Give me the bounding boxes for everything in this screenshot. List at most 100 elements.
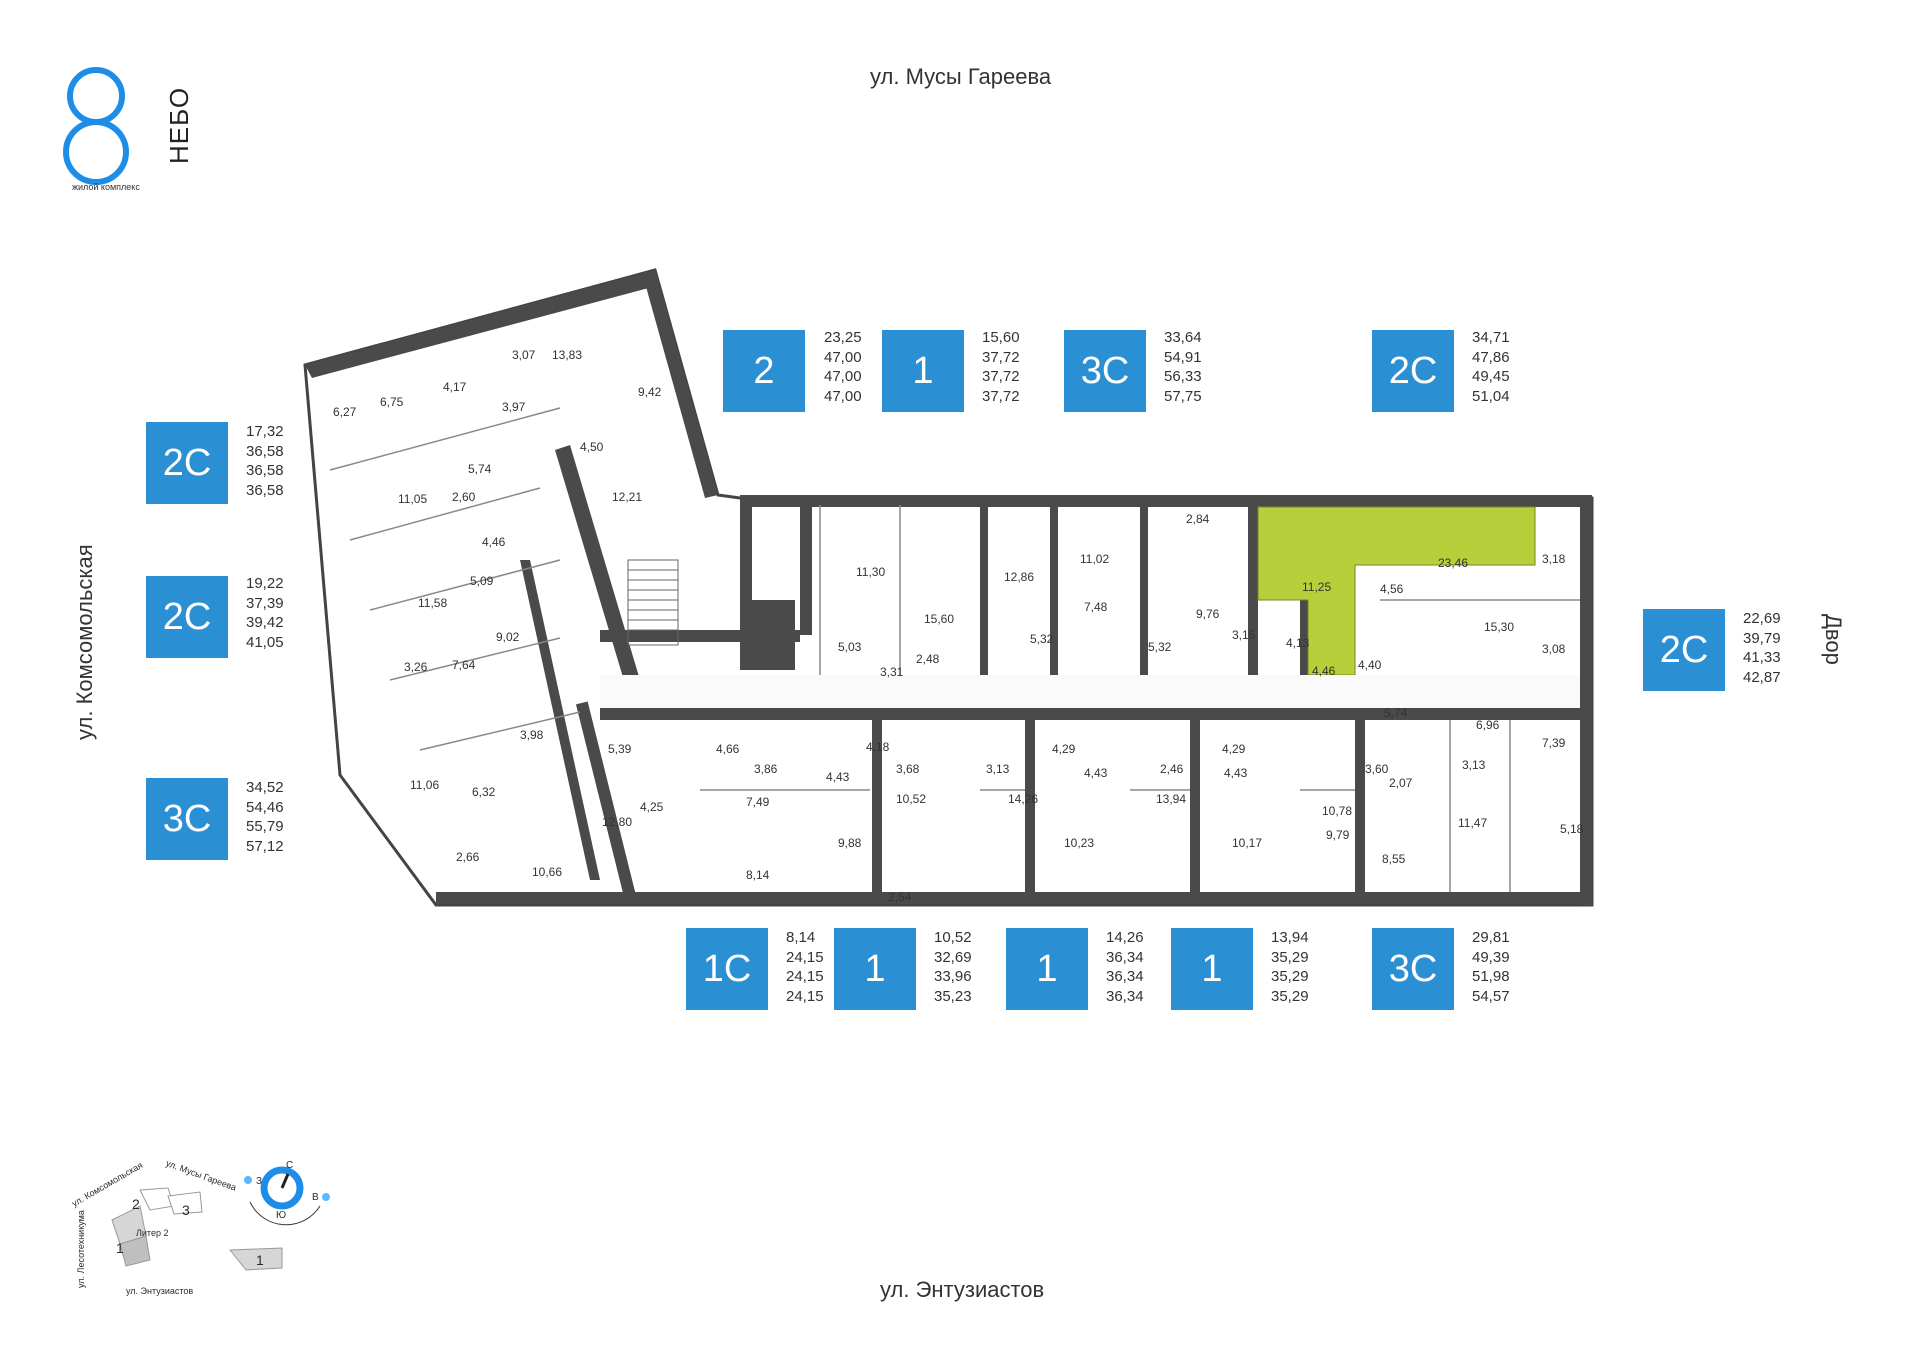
apartment-areas: 13,94 35,29 35,29 35,29 bbox=[1271, 928, 1309, 1006]
room-area-label: 5,74 bbox=[1384, 706, 1408, 720]
room-area-label: 4,43 bbox=[826, 770, 850, 784]
apartment-badge-bottom-5[interactable]: 3С bbox=[1372, 928, 1454, 1010]
room-area-label: 2,54 bbox=[888, 890, 912, 904]
room-area-label: 3,08 bbox=[1542, 642, 1566, 656]
room-area-label: 5,09 bbox=[470, 574, 494, 588]
corridor bbox=[600, 675, 1580, 708]
logo-eight-icon bbox=[63, 67, 129, 185]
room-area-label: 5,32 bbox=[1030, 632, 1054, 646]
apartment-areas: 23,25 47,00 47,00 47,00 bbox=[824, 328, 862, 406]
room-area-label: 3,60 bbox=[1365, 762, 1389, 776]
apartment-badge-top-1[interactable]: 2 bbox=[723, 330, 805, 412]
apartment-areas: 34,52 54,46 55,79 57,12 bbox=[246, 778, 284, 856]
area-value: 47,00 bbox=[824, 368, 862, 385]
room-partitions bbox=[329, 407, 1580, 892]
room-area-label: 6,32 bbox=[472, 785, 496, 799]
room-area-label: 8,14 bbox=[746, 868, 770, 882]
room-area-label: 10,66 bbox=[532, 865, 563, 879]
room-area-label: 3,26 bbox=[404, 660, 428, 674]
compass-east: В bbox=[312, 1192, 319, 1203]
area-value: 14,26 bbox=[1106, 929, 1144, 946]
room-area-label: 3,13 bbox=[1462, 758, 1486, 772]
apartment-badge-right-1[interactable]: 2С bbox=[1643, 609, 1725, 691]
room-area-label: 11,47 bbox=[1458, 816, 1488, 830]
walls bbox=[305, 270, 1592, 905]
minimap: ул. Комсомольская ул. Мусы Гареева ул. Л… bbox=[50, 1140, 350, 1300]
apartment-badge-left-2[interactable]: 2С bbox=[146, 576, 228, 658]
room-area-label: 4,29 bbox=[1222, 742, 1246, 756]
room-area-label: 5,74 bbox=[468, 462, 492, 476]
apartment-areas: 29,81 49,39 51,98 54,57 bbox=[1472, 928, 1510, 1006]
room-area-label: 7,39 bbox=[1542, 736, 1566, 750]
room-area-label: 15,60 bbox=[924, 612, 955, 626]
apartment-badge-top-4[interactable]: 2С bbox=[1372, 330, 1454, 412]
room-area-label: 13,94 bbox=[1156, 792, 1187, 806]
compass-north: С bbox=[286, 1160, 294, 1171]
area-value: 49,45 bbox=[1472, 368, 1510, 385]
area-value: 23,25 bbox=[824, 329, 862, 346]
room-area-label: 11,58 bbox=[418, 596, 448, 610]
apartment-badge-left-3[interactable]: 3С bbox=[146, 778, 228, 860]
area-value: 57,75 bbox=[1164, 387, 1202, 405]
area-value: 37,39 bbox=[246, 594, 284, 612]
area-value: 56,33 bbox=[1164, 368, 1202, 385]
room-area-label: 11,25 bbox=[1302, 580, 1332, 594]
room-area-label: 7,64 bbox=[452, 658, 476, 672]
apartment-type: 1 bbox=[864, 947, 886, 990]
room-area-label: 4,46 bbox=[482, 535, 506, 549]
room-area-label: 7,49 bbox=[746, 795, 770, 809]
apartment-badge-bottom-3[interactable]: 1 bbox=[1006, 928, 1088, 1010]
room-area-label: 2,84 bbox=[1186, 512, 1210, 526]
apartment-badge-top-2[interactable]: 1 bbox=[882, 330, 964, 412]
area-value: 34,71 bbox=[1472, 329, 1510, 346]
area-value: 24,15 bbox=[786, 948, 824, 966]
minimap-section-2: 2 bbox=[132, 1196, 140, 1212]
minimap-street-entuziastov: ул. Энтузиастов bbox=[126, 1286, 194, 1296]
apartment-areas: 8,14 24,15 24,15 24,15 bbox=[786, 928, 824, 1006]
room-area-label: 11,02 bbox=[1080, 552, 1110, 566]
minimap-section-3: 3 bbox=[182, 1202, 190, 1218]
apartment-badge-left-1[interactable]: 2С bbox=[146, 422, 228, 504]
area-value: 51,04 bbox=[1472, 387, 1510, 405]
room-area-label: 4,13 bbox=[1286, 636, 1310, 650]
room-area-label: 4,66 bbox=[716, 742, 740, 756]
apartment-badge-top-3[interactable]: 3С bbox=[1064, 330, 1146, 412]
apartment-type: 2С bbox=[162, 441, 212, 484]
room-area-label: 4,43 bbox=[1224, 766, 1248, 780]
area-value: 15,60 bbox=[982, 329, 1020, 346]
area-value: 35,23 bbox=[934, 987, 972, 1005]
area-value: 35,29 bbox=[1271, 987, 1309, 1005]
room-area-label: 6,96 bbox=[1476, 718, 1500, 732]
area-value: 54,46 bbox=[246, 798, 284, 816]
area-value: 51,98 bbox=[1472, 968, 1510, 985]
apartment-badge-bottom-1[interactable]: 1С bbox=[686, 928, 768, 1010]
compass-south: Ю bbox=[276, 1210, 287, 1221]
room-area-label: 11,30 bbox=[856, 565, 886, 579]
room-area-label: 3,68 bbox=[896, 762, 920, 776]
room-area-label: 2,48 bbox=[916, 652, 940, 666]
room-area-label: 6,27 bbox=[333, 405, 357, 419]
room-area-label: 5,32 bbox=[1148, 640, 1172, 654]
area-value: 24,15 bbox=[786, 987, 824, 1005]
area-value: 41,33 bbox=[1743, 649, 1781, 666]
room-area-label: 4,46 bbox=[1312, 664, 1336, 678]
area-value: 37,72 bbox=[982, 387, 1020, 405]
room-area-label: 13,83 bbox=[552, 348, 583, 362]
area-value: 49,39 bbox=[1472, 948, 1510, 966]
room-area-label: 15,30 bbox=[1484, 620, 1515, 634]
apartment-areas: 14,26 36,34 36,34 36,34 bbox=[1106, 928, 1144, 1006]
apartment-type: 2 bbox=[753, 349, 775, 392]
compass-west: З bbox=[256, 1176, 263, 1187]
area-value: 36,58 bbox=[246, 481, 284, 499]
apartment-badge-bottom-2[interactable]: 1 bbox=[834, 928, 916, 1010]
room-area-label: 9,76 bbox=[1196, 607, 1220, 621]
room-area-label: 10,23 bbox=[1064, 836, 1095, 850]
room-area-label: 3,31 bbox=[880, 665, 904, 679]
apartment-badge-bottom-4[interactable]: 1 bbox=[1171, 928, 1253, 1010]
room-area-label: 4,29 bbox=[1052, 742, 1076, 756]
room-area-label: 4,25 bbox=[640, 800, 664, 814]
apartment-type: 1 bbox=[912, 349, 934, 392]
room-area-label: 5,18 bbox=[1560, 822, 1584, 836]
room-area-label: 2,66 bbox=[456, 850, 480, 864]
